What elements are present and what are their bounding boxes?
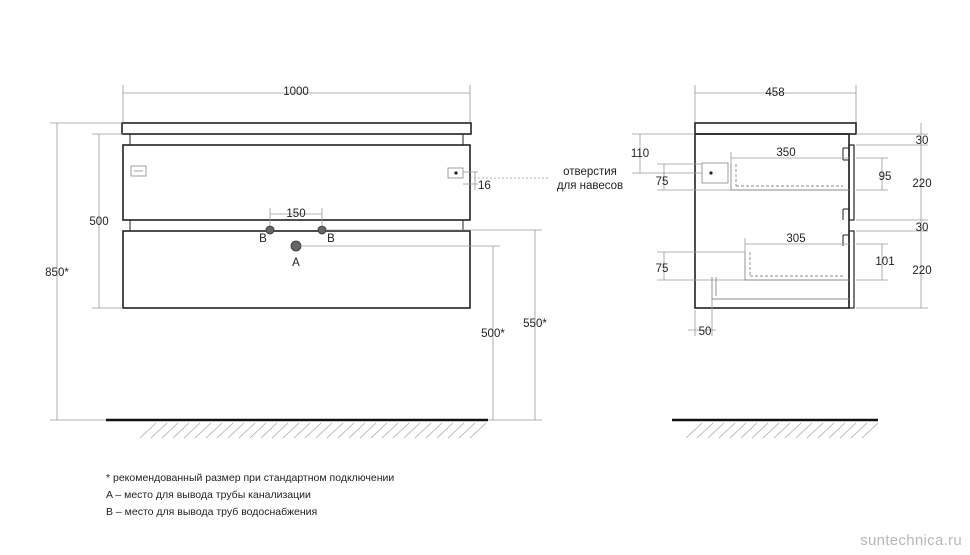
hanger-bracket-side [701, 162, 729, 184]
floor-hatch-line [773, 422, 791, 439]
lower-facade-side [848, 230, 855, 309]
floor-hatch-line [685, 422, 703, 439]
floor-hatch-line [817, 422, 835, 439]
side-dimension-lines [632, 85, 928, 336]
front-view [121, 122, 472, 309]
cabinet-body-side [694, 133, 850, 309]
floor-hatch-line [150, 422, 168, 439]
dim-back-offset: 50 [699, 326, 712, 338]
floor-hatch-line [740, 422, 758, 439]
floor-hatch-line [403, 422, 421, 439]
countertop-front [121, 122, 472, 135]
dim-gap-top: 30 [916, 135, 929, 147]
hanger-bracket-right [447, 167, 464, 179]
floor-hatch-line [425, 422, 443, 439]
floor-hatch-line [249, 422, 267, 439]
upper-facade [122, 144, 471, 221]
label-holes-line1: отверстия [563, 166, 617, 178]
floor-hatch-line [707, 422, 725, 439]
floor-front [106, 418, 488, 439]
floor-hatch-line [282, 422, 300, 439]
dim-drawer2-height: 75 [656, 263, 669, 275]
floor-hatch-line [304, 422, 322, 439]
dim-drawer1-depth: 350 [776, 147, 795, 159]
floor-hatch-line [326, 422, 344, 439]
dim-hole-inset: 16 [478, 180, 491, 192]
floor-hatch-line [458, 422, 476, 439]
floor-hatch-line [414, 422, 432, 439]
dim-gap-mid: 30 [916, 222, 929, 234]
floor-hatch-line [861, 422, 879, 439]
label-drain: A [292, 257, 300, 269]
hanger-bracket-left [130, 165, 147, 177]
floor-hatch-line [828, 422, 846, 439]
floor-hatch-line [205, 422, 223, 439]
floor-hatch-line [762, 422, 780, 439]
supply-pipe-right [317, 225, 327, 235]
dim-drawer1-clear: 95 [879, 171, 892, 183]
watermark: suntechnica.ru [860, 532, 962, 549]
floor-hatch-line [381, 422, 399, 439]
floor-hatch-line [839, 422, 857, 439]
lower-facade [122, 230, 471, 309]
floor-hatch-line [718, 422, 736, 439]
floor-hatch-line [337, 422, 355, 439]
floor-hatch-line [436, 422, 454, 439]
floor-hatch-line [172, 422, 190, 439]
floor-hatch-line [238, 422, 256, 439]
floor-hatch-line [469, 422, 487, 439]
front-dimension-lines [50, 85, 550, 421]
floor-hatch-line [729, 422, 747, 439]
floor-hatch-line [751, 422, 769, 439]
floor-hatch-line [293, 422, 311, 439]
note-drain: A – место для вывода трубы канализации [106, 489, 311, 501]
dim-drawer2-clear: 101 [875, 256, 894, 268]
floor-hatch-line [216, 422, 234, 439]
dim-facade1: 220 [912, 178, 931, 190]
floor-hatch-line [392, 422, 410, 439]
dim-pipe-spacing: 150 [286, 208, 305, 220]
floor-hatch-line [271, 422, 289, 439]
dim-hanger-height: 75 [656, 176, 669, 188]
label-supply-left: B [259, 233, 267, 245]
dim-front-height: 500 [89, 216, 108, 228]
label-holes-line2: для навесов [557, 180, 623, 192]
dim-supply-height: 550* [523, 318, 547, 330]
floor-hatch-line [850, 422, 868, 439]
dim-hanger-offset: 110 [631, 148, 649, 160]
floor-hatch-line [795, 422, 813, 439]
floor-hatch-line [784, 422, 802, 439]
floor-hatch-line [806, 422, 824, 439]
note-recommended: * рекомендованный размер при стандартном… [106, 472, 395, 484]
floor-hatch-line [348, 422, 366, 439]
floor-hatch-line [139, 422, 157, 439]
floor-hatch-line [260, 422, 278, 439]
floor-hatch-line [359, 422, 377, 439]
dim-drain-height: 500* [481, 328, 505, 340]
dim-depth: 458 [765, 87, 784, 99]
note-supply: B – место для вывода труб водоснабжения [106, 506, 318, 518]
floor-hatch-line [370, 422, 388, 439]
upper-facade-side [848, 144, 855, 221]
floor-hatch-line [447, 422, 465, 439]
floor-hatch-line [183, 422, 201, 439]
dim-width: 1000 [283, 86, 309, 98]
dim-drawer2-depth: 305 [786, 233, 805, 245]
supply-pipe-left [265, 225, 275, 235]
countertop-side [694, 122, 857, 135]
floor-hatch-line [315, 422, 333, 439]
floor-side [672, 418, 879, 439]
dim-total-height: 850* [45, 267, 69, 279]
floor-hatch-line [696, 422, 714, 439]
floor-hatch-line [194, 422, 212, 439]
lower-drawer-outline [744, 252, 849, 281]
drain-pipe [290, 240, 302, 252]
floor-hatch-line [161, 422, 179, 439]
dim-facade2: 220 [912, 265, 931, 277]
label-supply-right: B [327, 233, 335, 245]
floor-hatch-line [227, 422, 245, 439]
upper-drawer-outline [730, 164, 849, 191]
